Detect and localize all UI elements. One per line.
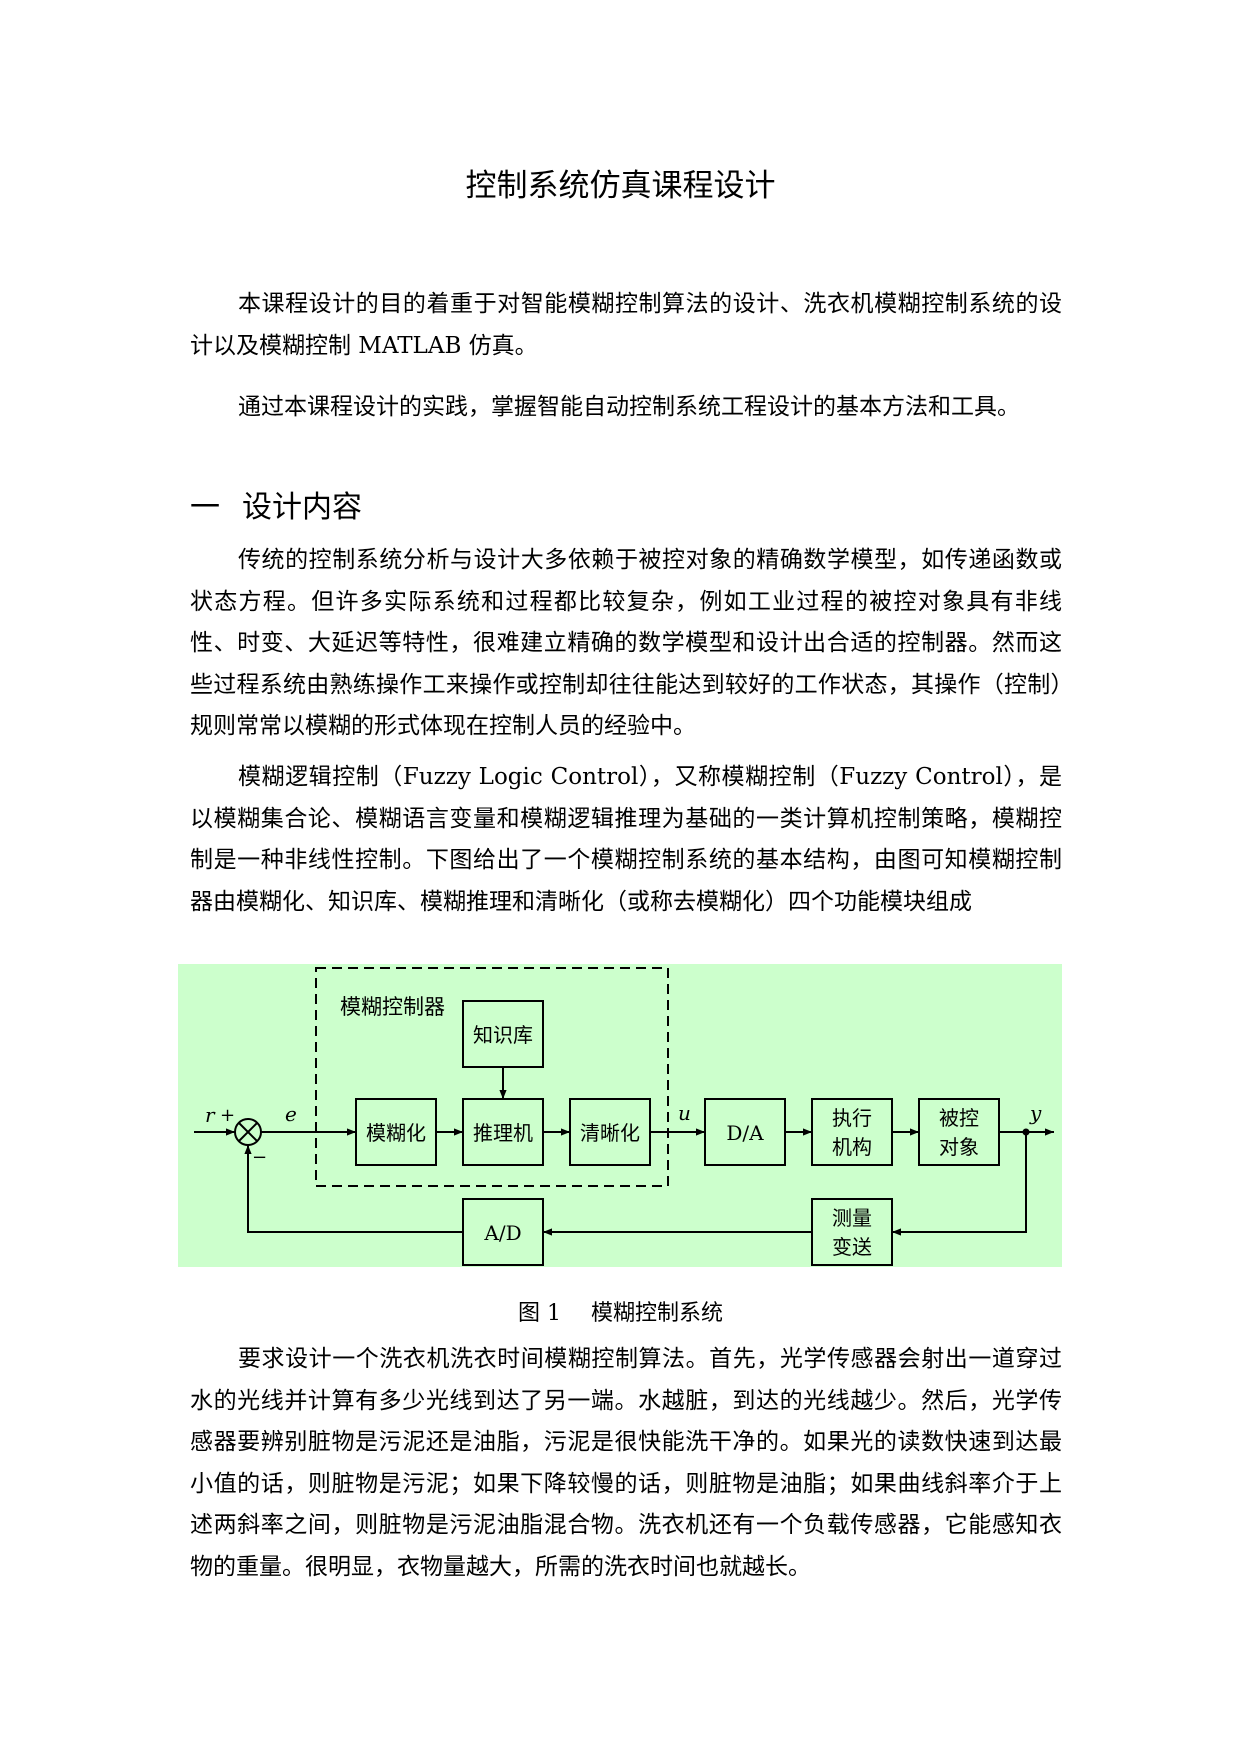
body-paragraph-1: 传统的控制系统分析与设计大多依赖于被控对象的精确数学模型，如传递函数或状态方程。…	[190, 547, 1062, 739]
actuator-label-1: 执行	[832, 1106, 872, 1130]
page-title: 控制系统仿真课程设计	[465, 168, 776, 204]
controller-boundary	[315, 967, 669, 1187]
da-label: D/A	[726, 1121, 764, 1145]
section-heading: 一设计内容	[190, 488, 362, 528]
plant-label-2: 对象	[939, 1135, 979, 1159]
section-number: 一	[190, 490, 220, 525]
knowledge-label: 知识库	[473, 1023, 533, 1047]
feedback-to-sensor-line	[892, 1132, 1027, 1236]
defuzzify-label: 清晰化	[580, 1121, 640, 1145]
fuzzify-label: 模糊化	[366, 1121, 426, 1145]
inference-label: 推理机	[473, 1121, 533, 1145]
ad-to-junction-line	[244, 1145, 463, 1233]
figure-caption-text: 模糊控制系统	[590, 1301, 723, 1326]
ad-label: A/D	[483, 1221, 521, 1245]
plus-sign: +	[220, 1105, 235, 1126]
summing-cross-2	[238, 1122, 258, 1142]
signal-y-label: y	[1029, 1101, 1042, 1125]
intro-paragraph-2: 通过本课程设计的实践，掌握智能自动控制系统工程设计的基本方法和工具。	[238, 394, 1020, 420]
signal-u-label: u	[678, 1101, 691, 1125]
intro-paragraph-1: 本课程设计的目的着重于对智能模糊控制算法的设计、洗衣机模糊控制系统的设计以及模糊…	[190, 291, 1062, 359]
body-paragraph-2: 模糊逻辑控制（Fuzzy Logic Control），又称模糊控制（Fuzzy…	[190, 764, 1062, 915]
fuzzify-block	[355, 1098, 437, 1166]
actuator-label-2: 机构	[832, 1135, 872, 1159]
controller-label: 模糊控制器	[340, 995, 445, 1019]
figure-label: 图 1	[517, 1301, 561, 1326]
section-title: 设计内容	[242, 490, 362, 525]
signal-e-label: e	[285, 1102, 297, 1126]
plant-label-1: 被控	[939, 1106, 979, 1130]
minus-sign: −	[252, 1147, 267, 1168]
body-paragraph-3: 要求设计一个洗衣机洗衣时间模糊控制算法。首先，光学传感器会射出一道穿过水的光线并…	[190, 1346, 1062, 1580]
diagram-svg: 模糊控制器 知识库 模糊化 推理机 清晰化 D/A 执行 机构 被控 对象 A/…	[178, 964, 1062, 1267]
sensor-label-1: 测量	[832, 1206, 872, 1230]
sensor-label-2: 变送	[832, 1235, 872, 1259]
figure-caption: 图 1 模糊控制系统	[0, 1298, 1241, 1330]
knowledge-block	[462, 1000, 544, 1068]
signal-r-label: r	[205, 1103, 216, 1127]
fuzzy-control-diagram: 模糊控制器 知识库 模糊化 推理机 清晰化 D/A 执行 机构 被控 对象 A/…	[178, 964, 1062, 1267]
